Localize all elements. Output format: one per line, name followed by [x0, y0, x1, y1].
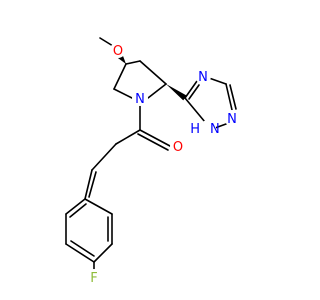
bond-phenyl-4	[65, 243, 95, 263]
bond-triazole-n2-n1	[214, 123, 227, 129]
atom-label-fluorine: F	[86, 269, 102, 286]
bond-ch2-vinyl	[91, 143, 117, 171]
bond-vinyl-double	[88, 171, 97, 198]
fluorine-label: F	[90, 271, 97, 286]
triazole-n2-label: N	[227, 112, 237, 127]
bond-layer	[65, 37, 237, 271]
bond-phenyl-6	[65, 198, 86, 215]
molecule-structure-diagram: O O N N N N H F	[65, 37, 240, 286]
bond-triazole-c3-n2-double	[229, 84, 237, 110]
pyrrolidine-nitrogen-label: N	[135, 92, 145, 107]
amide-oxygen-label: O	[173, 140, 183, 155]
bond-triazole-c5-n4	[184, 80, 198, 99]
bond-phenyl-3	[93, 243, 113, 263]
methoxy-oxygen-label: O	[113, 44, 123, 59]
bond-triazole-c5-n4-double	[188, 84, 200, 100]
bond-phenyl-1	[84, 198, 113, 215]
bond-carbonyl-ch2	[115, 129, 141, 145]
bond-ring-c4-c5	[113, 63, 127, 90]
bond-phenyl-4-double	[70, 240, 95, 257]
bond-ring-n-c2	[147, 83, 167, 99]
bond-triazole-n4-c3	[208, 77, 227, 85]
bond-ring-c3-c4	[125, 60, 141, 65]
bond-phenyl-6-double	[69, 203, 87, 218]
atom-label-triazole-n4: N	[195, 68, 211, 85]
bond-carbonyl-o	[139, 129, 171, 147]
bond-triazole-n1-c5	[184, 97, 206, 123]
triazole-n4-label: N	[198, 70, 208, 85]
bond-carbonyl-o-double	[137, 133, 169, 151]
atom-label-triazole-n1h: N H	[190, 120, 220, 137]
bond-ring-c5-n	[113, 88, 133, 99]
bond-wedge-triazole	[166, 84, 187, 101]
atom-label-pyrrolidine-nitrogen: N	[132, 90, 148, 107]
atom-label-amide-oxygen: O	[170, 138, 186, 155]
bond-vinyl	[84, 169, 93, 200]
bond-triazole-c3-n2	[225, 83, 233, 111]
triazole-hydrogen-label: H	[190, 122, 200, 137]
atom-label-triazole-n2: N	[224, 110, 240, 127]
bond-ring-c2-c3	[139, 60, 167, 85]
bond-methyl-o	[99, 37, 114, 47]
triazole-n1-label: N	[210, 122, 220, 137]
atom-label-methoxy-oxygen: O	[110, 42, 126, 59]
